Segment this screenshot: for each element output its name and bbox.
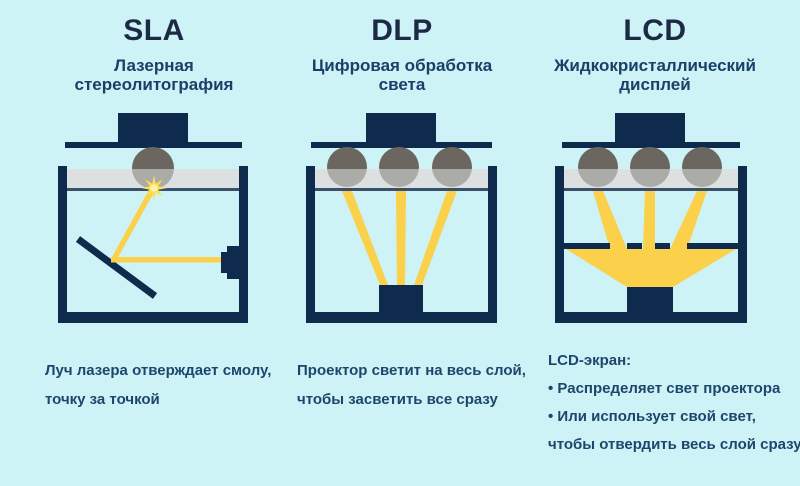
lcd-vat-left-wall [555, 166, 564, 323]
panel-lcd: LCD Жидкокристаллический дисплей LCD-экр… [520, 0, 800, 486]
sla-description-line: Луч лазера отверждает смолу, [45, 362, 272, 379]
lcd-masked-beam-right [670, 191, 707, 249]
sla-resin-layer-overlay [67, 169, 239, 188]
lcd-subtitle-line: дисплей [619, 75, 691, 94]
lcd-masked-beam-center [643, 191, 655, 249]
dlp-projector-beam-right [414, 191, 457, 285]
sla-vat-bottom [58, 312, 248, 323]
sla-laser-beam-reflected [111, 188, 155, 262]
dlp-description: Проектор светит на весь слой, чтобы засв… [297, 356, 526, 414]
sla-subtitle-line: стереолитография [74, 75, 234, 94]
lcd-description-line: LCD-экран: [548, 352, 632, 369]
sla-laser-source-lens [221, 252, 228, 273]
lcd-build-plate [562, 142, 740, 148]
lcd-description: LCD-экран: • Распределяет свет проектора… [548, 347, 800, 459]
dlp-resin-surface-line [315, 188, 488, 191]
dlp-resin-layer-overlay [315, 169, 488, 188]
lcd-screen-segment [564, 243, 610, 249]
dlp-diagram [306, 113, 497, 323]
sla-vat-right-wall [239, 166, 248, 323]
dlp-projector [379, 285, 423, 312]
dlp-projector-beam-left [342, 191, 388, 285]
dlp-build-platform-mount [366, 113, 436, 143]
dlp-vat-right-wall [488, 166, 497, 323]
lcd-vat-right-wall [738, 166, 747, 323]
sla-galvo-mirror [75, 236, 158, 299]
lcd-resin-layer-overlay [564, 169, 738, 188]
dlp-vat-left-wall [306, 166, 315, 323]
dlp-title: DLP [371, 14, 433, 47]
lcd-vat-bottom [555, 312, 747, 323]
lcd-diagram [555, 113, 747, 323]
lcd-subtitle-line: Жидкокристаллический [554, 56, 756, 75]
sla-laser-source [227, 246, 241, 279]
lcd-description-line: • Или использует свой свет, [548, 408, 756, 425]
lcd-backlight-cone [566, 249, 736, 287]
sla-vat-left-wall [58, 166, 67, 323]
sla-diagram [58, 113, 248, 323]
dlp-subtitle-line: Цифровая обработка [311, 56, 493, 75]
sla-build-platform-mount [118, 113, 188, 143]
sla-subtitle: Лазерная стереолитография [24, 56, 284, 94]
panel-dlp: DLP Цифровая обработка света Проектор св… [277, 0, 527, 486]
dlp-vat-bottom [306, 312, 497, 323]
lcd-light-source [627, 287, 673, 312]
dlp-projector-beam-center [396, 191, 406, 285]
lcd-title: LCD [623, 14, 687, 47]
dlp-description-line: чтобы засветить все сразу [297, 391, 498, 408]
lcd-subtitle: Жидкокристаллический дисплей [520, 56, 790, 94]
dlp-subtitle-line: света [378, 75, 426, 94]
sla-description-line: точку за точкой [45, 391, 160, 408]
sla-cure-point-core [150, 184, 158, 192]
dlp-subtitle: Цифровая обработка света [277, 56, 527, 94]
lcd-screen-segment [687, 243, 738, 249]
lcd-screen-segment [655, 243, 670, 249]
sla-description: Луч лазера отверждает смолу, точку за то… [45, 356, 271, 414]
panel-sla: SLA Лазерная стереолитография Луч лазера… [24, 0, 284, 486]
dlp-build-plate [311, 142, 492, 148]
lcd-description-line: чтобы отвердить весь слой сразу [548, 436, 800, 453]
sla-build-plate [65, 142, 242, 148]
lcd-screen-segment [627, 243, 642, 249]
sla-subtitle-line: Лазерная [114, 56, 194, 75]
lcd-resin-surface-line [564, 188, 738, 191]
dlp-description-line: Проектор светит на весь слой, [297, 362, 526, 379]
lcd-masked-beam-left [593, 191, 627, 249]
sla-laser-beam-horizontal [111, 257, 228, 263]
sla-title: SLA [123, 14, 185, 47]
lcd-description-line: • Распределяет свет проектора [548, 380, 781, 397]
lcd-build-platform-mount [615, 113, 685, 143]
